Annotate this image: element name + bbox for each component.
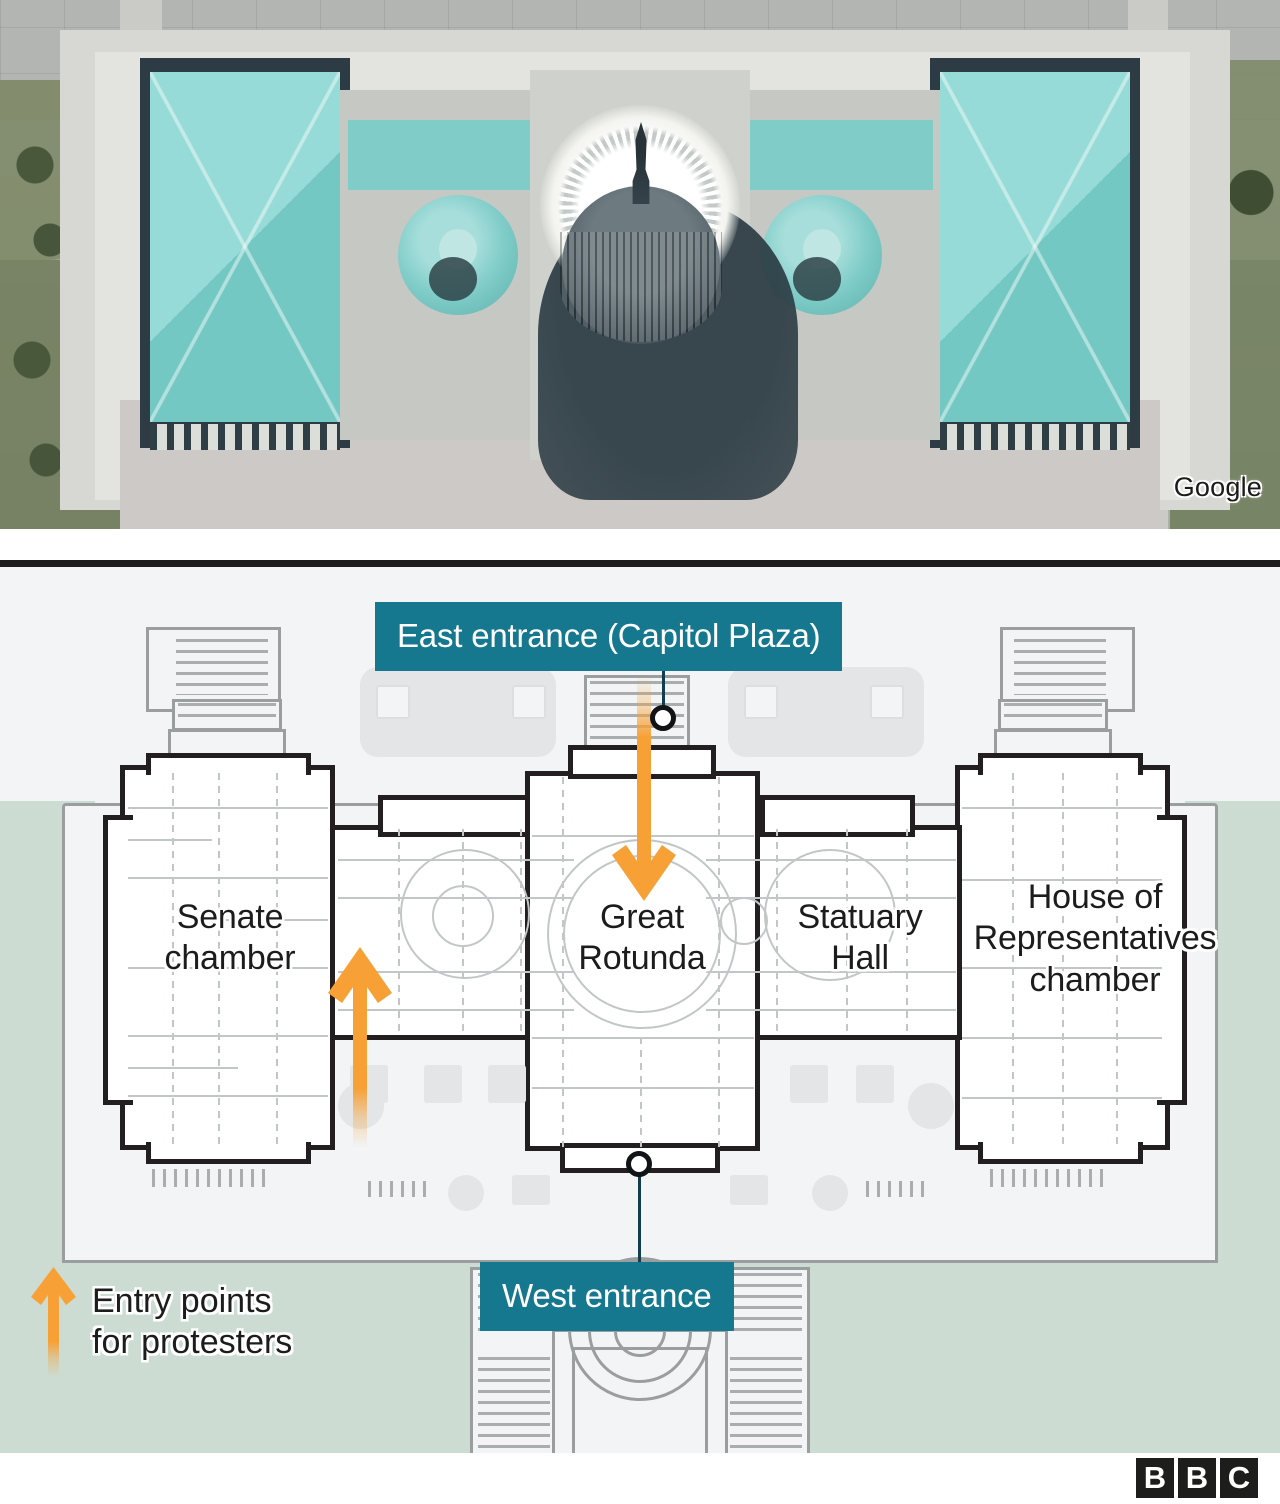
bbc-logo-letter-2: B [1178,1458,1216,1498]
west-terrace-block-3 [488,1065,526,1103]
capitol-floor-plan: Senate chamber Great Rotunda Statuary Ha… [0,560,1280,1453]
bbc-logo-letter-3: C [1220,1458,1258,1498]
senate-wing-roof-ridge [150,72,340,422]
east-plaza-stair-hatch-ne [1004,703,1102,725]
west-plaza-hatch-mid-left [368,1181,428,1197]
east-plaza-marker-4 [870,685,904,719]
east-entrance-marker[interactable] [650,705,676,731]
west-entrance-marker[interactable] [626,1151,652,1177]
small-dome-west [398,195,518,315]
wall [218,773,220,1145]
dome-colonnade [560,232,722,342]
house-connector-north-wing [760,795,915,837]
west-plaza-circle-2 [812,1175,848,1211]
entry-arrow-senate [328,947,392,1147]
east-plaza-marker-2 [512,685,546,719]
house-colonnade [940,424,1130,450]
wall [128,1067,238,1069]
room-label-great-rotunda: Great Rotunda [578,898,706,978]
wall [128,1095,328,1097]
callout-east-entrance[interactable]: East entrance (Capitol Plaza) [375,602,843,671]
wall [128,839,212,841]
legend-entry-points: Entry points for protesters [30,1267,292,1377]
house-wing-south-portico [978,1142,1143,1164]
callout-west-entrance[interactable]: West entrance [480,1262,734,1331]
house-wing-roof-ridge [940,72,1130,422]
west-plaza-block-2 [730,1175,768,1205]
wall [338,1009,574,1011]
wall [172,773,174,1145]
west-plaza-hatch-left [152,1169,272,1187]
west-plaza-hatch-right [990,1169,1110,1187]
east-plaza-steps-ne [1014,639,1106,695]
senate-connector-north-wing [378,795,533,837]
house-wing-north-portico [978,753,1143,775]
east-plaza-marker-3 [744,685,778,719]
footer: B B C [0,1453,1280,1504]
west-steps-right-upper [730,1273,802,1333]
dome-cupola-statue [632,122,650,204]
west-dome-circle [400,849,530,979]
house-wing-east-portico [1157,815,1187,1105]
wall [128,967,328,969]
west-callout-leader [638,1165,641,1265]
wall [706,1009,956,1011]
entry-arrow-east [612,675,676,901]
wall [1116,773,1118,1145]
room-label-senate: Senate chamber [164,898,296,978]
house-wing-roof [940,72,1130,422]
wall [1012,773,1014,1145]
wall [128,877,328,879]
west-terrace-block-5 [856,1065,894,1103]
wall [640,1037,642,1147]
dome-drum [562,186,720,344]
room-label-house-of-representatives: House of Representatives chamber [973,878,1217,999]
west-plaza-hatch-mid-right [866,1181,926,1197]
senate-wing-north-portico [146,753,311,775]
wall [128,1035,328,1037]
west-terrace-circle-2 [908,1083,954,1129]
arrow-up-icon [31,1267,76,1377]
wall [128,807,328,809]
west-plaza-block-1 [512,1175,550,1205]
satellite-photo: Google [0,0,1280,529]
wall [1062,773,1064,1145]
west-dome-inner-circle [432,885,494,947]
east-callout-leader [662,627,665,715]
google-attribution: Google [1173,472,1262,502]
west-terrace-block-4 [790,1065,828,1103]
senate-wing-roof [150,72,340,422]
bbc-logo: B B C [1136,1458,1258,1498]
legend-label: Entry points for protesters [92,1282,293,1361]
east-plaza-steps-nw [176,639,268,695]
east-plaza-stair-hatch-nw [178,703,276,725]
connector-roof-west [348,120,533,190]
west-plaza-circle-1 [448,1175,484,1211]
senate-colonnade [150,424,340,450]
wall [532,1037,754,1039]
wall [276,773,278,1145]
east-plaza-marker-1 [376,685,410,719]
wall [532,1087,754,1089]
wall [398,829,400,1037]
west-steps-right-lower [730,1357,802,1453]
wall [218,919,328,921]
rotunda-small-circle [720,897,768,945]
west-steps-left-lower [478,1357,550,1453]
room-label-statuary-hall: Statuary Hall [797,898,923,978]
connector-roof-east [748,120,933,190]
wall [906,829,908,1037]
senate-wing-south-portico [146,1142,311,1164]
bbc-logo-letter-1: B [1136,1458,1174,1498]
west-terrace-block-2 [424,1065,462,1103]
senate-wing-west-portico [103,815,133,1105]
